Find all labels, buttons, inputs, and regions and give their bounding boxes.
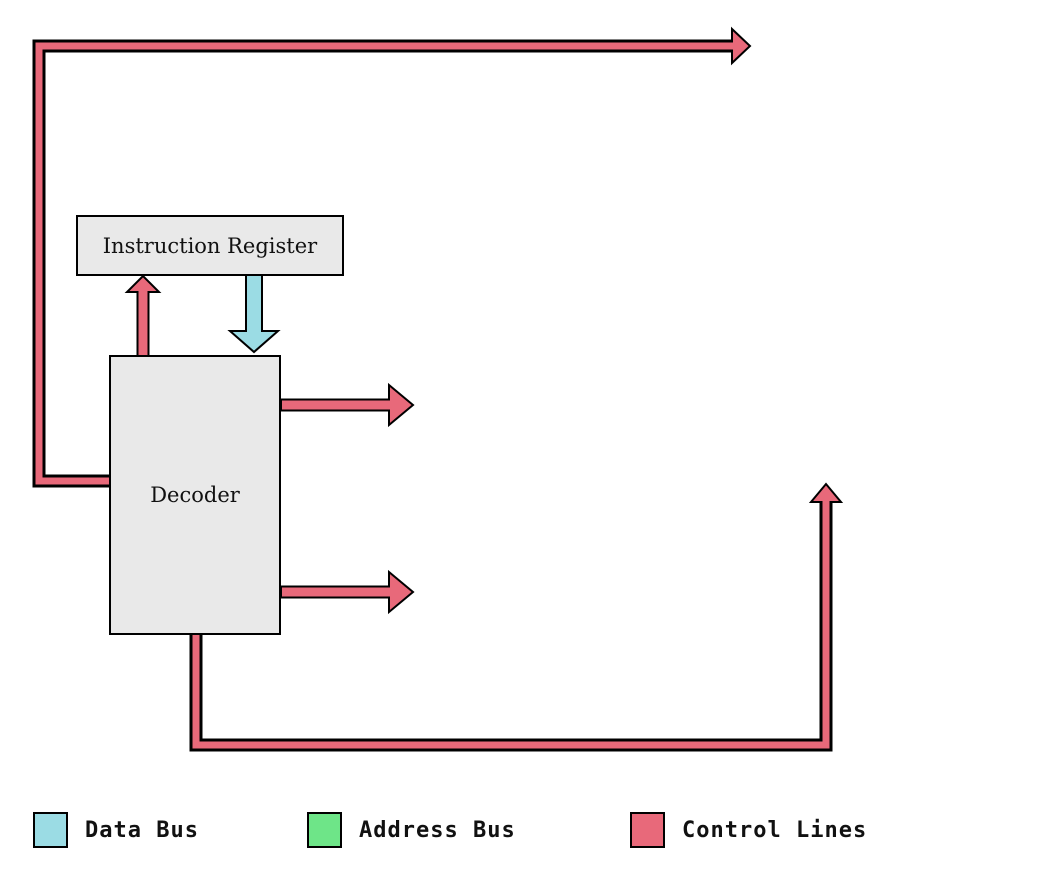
- control-lines-swatch: [630, 812, 665, 848]
- control-line-fill: [192, 497, 830, 749]
- control-line-decoder-bottom-to-right-up: [189, 482, 844, 752]
- data-bus-arrow-instruction-register-to-decoder: [227, 273, 281, 354]
- instruction-register-node: Instruction Register: [76, 215, 344, 276]
- legend-item-data-bus: Data Bus: [33, 810, 199, 850]
- legend-item-address-bus: Address Bus: [307, 810, 516, 850]
- control-arrow-decoder-lower-right: [280, 569, 415, 615]
- control-line-outline: [189, 503, 833, 752]
- control-arrow-decoder-to-instruction-register: [124, 274, 162, 357]
- instruction-register-label: Instruction Register: [102, 233, 318, 258]
- data-bus-label: Data Bus: [85, 817, 199, 843]
- control-line-fill: [35, 42, 737, 485]
- address-bus-swatch: [307, 812, 342, 848]
- control-arrow-decoder-upper-right: [280, 382, 415, 428]
- data-bus-swatch: [33, 812, 68, 848]
- decoder-label: Decoder: [150, 483, 240, 507]
- legend: Data Bus Address Bus Control Lines: [0, 793, 1053, 863]
- legend-item-control-lines: Control Lines: [630, 810, 867, 850]
- control-lines-label: Control Lines: [682, 817, 868, 843]
- control-line-decoder-to-top-right: [32, 26, 752, 488]
- decoder-node: Decoder: [109, 355, 281, 635]
- address-bus-label: Address Bus: [359, 817, 516, 843]
